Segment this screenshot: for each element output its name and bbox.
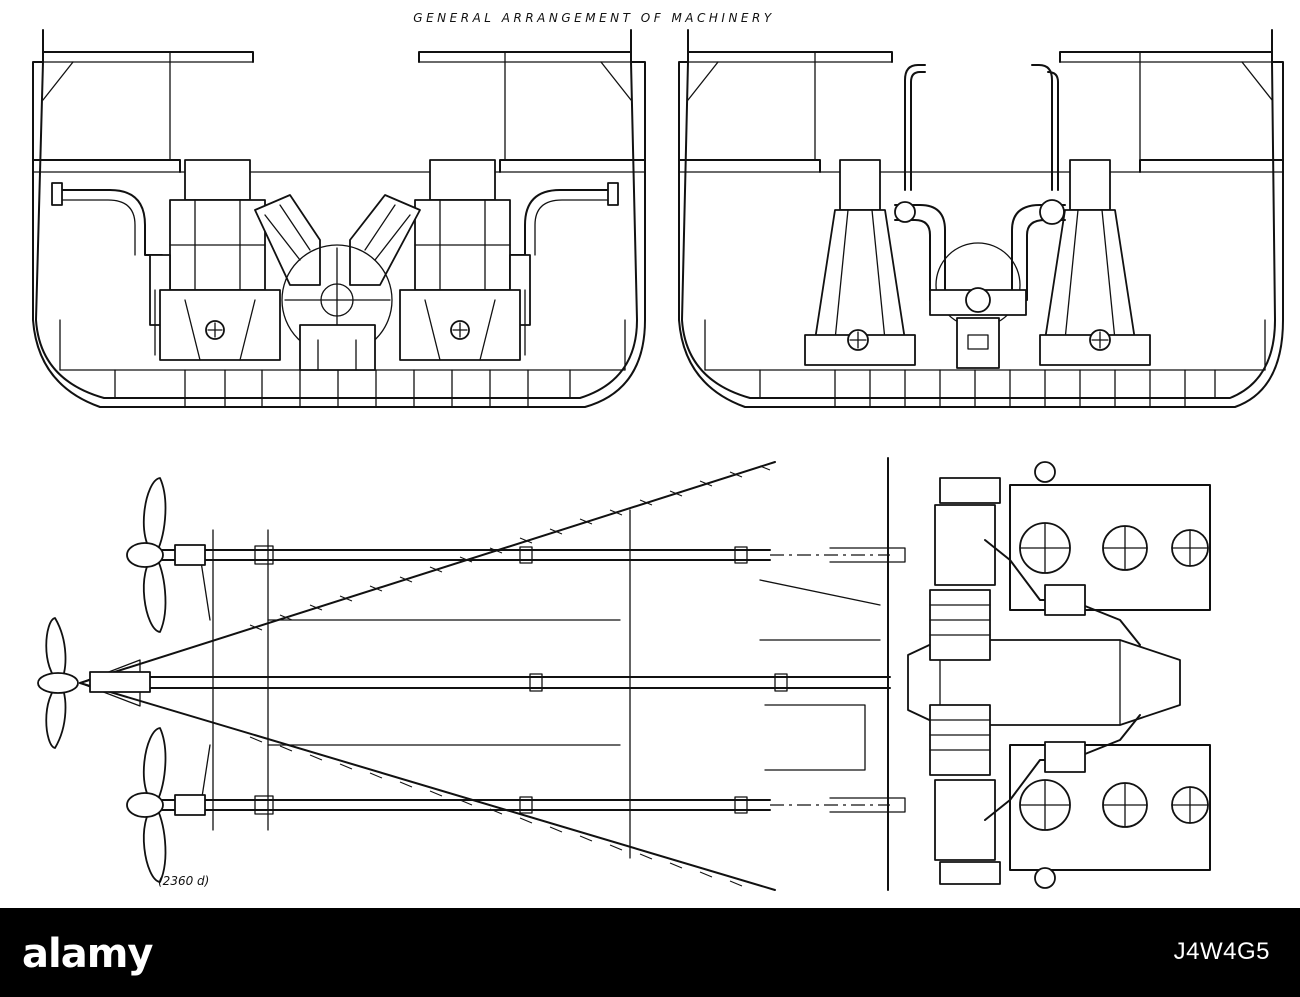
stock-image-id: J4W4G5: [1173, 938, 1270, 965]
right-cross-section: [678, 29, 1284, 408]
plan-view: [37, 457, 1211, 891]
brand-name: alamy: [22, 931, 153, 977]
brand-logo: alamy: [22, 928, 153, 980]
watermark-footer: alamy J4W4G5: [0, 908, 1300, 997]
machinery-drawing: GENERAL ARRANGEMENT OF MACHINERY: [32, 11, 1284, 891]
left-cross-section: [32, 29, 646, 408]
drawing-reference: (2360 d): [158, 874, 209, 888]
drawing-title: GENERAL ARRANGEMENT OF MACHINERY: [413, 11, 774, 25]
